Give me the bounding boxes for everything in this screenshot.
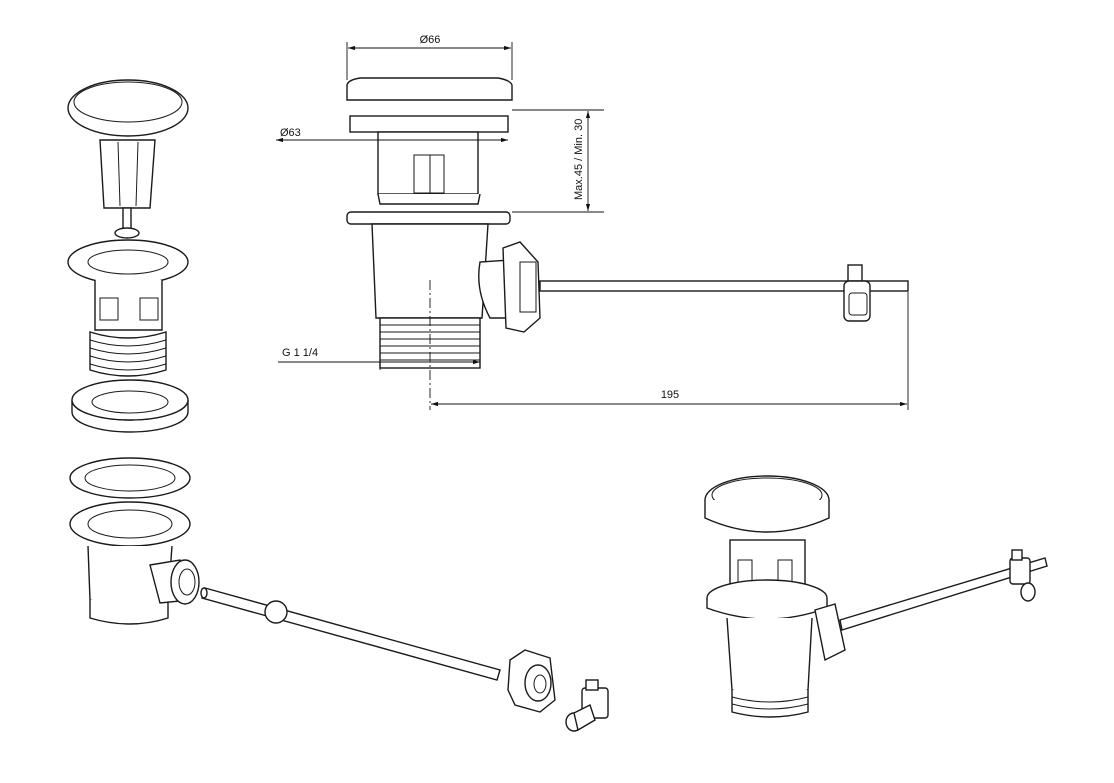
exploded-nut [507,649,556,713]
exploded-stopper-cap [67,79,189,239]
exploded-flange-ring [69,457,191,499]
dimension-thread: G 1 1/4 [282,347,318,359]
dimension-lines [276,42,909,410]
side-view-drawing [346,77,909,410]
exploded-strainer-body [67,239,189,377]
exploded-seal-ring [71,379,189,433]
dimension-flange-diameter: Ø63 [280,127,301,139]
dimension-rod-length: 195 [661,389,679,401]
dimension-thickness-range: Max.45 / Min. 30 [573,119,585,200]
exploded-pull-rod [200,587,501,681]
exploded-waste-body [69,501,200,625]
exploded-clamp [565,679,609,732]
assembled-view [704,475,1048,718]
dimension-top-diameter: Ø66 [420,34,441,46]
